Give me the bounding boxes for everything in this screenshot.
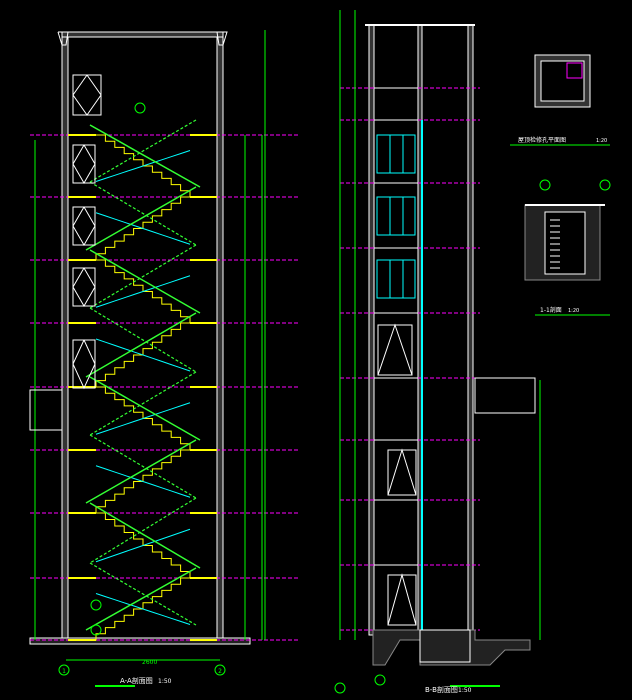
stair-flight-far xyxy=(95,275,191,308)
stair-flight xyxy=(96,134,200,198)
window-symbol xyxy=(72,339,96,390)
stair-flight-far xyxy=(95,402,191,435)
handrail-far xyxy=(89,119,197,183)
ground-slab xyxy=(29,637,251,645)
shaft-wall-right xyxy=(467,24,474,636)
detail-callout-bubble xyxy=(134,102,146,114)
axis-bubble-right xyxy=(214,664,226,676)
stair-flight-far xyxy=(95,528,191,563)
adjacent-room xyxy=(29,389,63,431)
right-wall xyxy=(216,35,224,641)
stair-flight xyxy=(96,259,200,324)
pit-section-inner xyxy=(544,211,586,275)
detail-callout-bubble xyxy=(90,599,102,611)
stair-flight-far xyxy=(95,465,191,498)
handrail-far xyxy=(89,434,197,499)
left-stair-section xyxy=(29,30,300,687)
stair-flight xyxy=(86,196,190,261)
handrail-far xyxy=(89,371,197,436)
window xyxy=(72,144,96,184)
left-wall xyxy=(61,35,69,641)
door-swing xyxy=(377,323,413,376)
handrail xyxy=(85,439,197,504)
glazing-panel xyxy=(376,134,416,174)
roof-slab xyxy=(61,31,224,38)
detail-drawings xyxy=(510,54,611,316)
detail-plan-title: 屋顶检修孔平面图 xyxy=(518,136,566,144)
handrail xyxy=(85,567,197,631)
stair-flight-far xyxy=(95,593,191,625)
detail-plan-scale: 1:20 xyxy=(596,138,607,144)
axis-label-right: 2 xyxy=(218,668,222,675)
hatch-plan-inner xyxy=(540,60,585,102)
window-symbol xyxy=(72,206,96,246)
door-swing xyxy=(387,573,417,626)
detail-section-scale: 1:20 xyxy=(568,308,579,314)
handrail-far xyxy=(89,497,197,564)
axis-bubble-left xyxy=(58,664,70,676)
window xyxy=(72,339,96,389)
door-swing xyxy=(387,448,417,496)
handrail xyxy=(89,124,201,188)
stair-flight xyxy=(96,512,200,579)
door xyxy=(387,449,417,496)
handrail xyxy=(89,249,201,314)
door xyxy=(387,574,417,626)
detail-callout-bubble xyxy=(334,682,346,694)
detail-callout-bubble xyxy=(90,624,102,636)
right-shaft-section xyxy=(334,10,541,694)
axis-label-left: 1 xyxy=(62,668,66,675)
handrail xyxy=(89,502,201,569)
stair-flight xyxy=(86,449,190,514)
right-section-title: B-B剖面图 xyxy=(425,685,458,694)
window xyxy=(72,267,96,307)
detail-callout-bubble xyxy=(539,179,551,191)
glazing-panel xyxy=(376,196,416,236)
detail-callout-bubble xyxy=(599,179,611,191)
window xyxy=(72,206,96,246)
handrail xyxy=(85,312,197,378)
detail-callout-bubble xyxy=(374,674,386,686)
stair-flight xyxy=(86,577,190,641)
window xyxy=(72,74,102,116)
handrail-far xyxy=(89,181,197,246)
access-hatch xyxy=(566,62,583,79)
stair-flight xyxy=(96,386,200,451)
adjacent-floor xyxy=(474,377,536,414)
handrail-far xyxy=(89,562,197,626)
handrail-far xyxy=(89,307,197,373)
glazing-panel xyxy=(376,259,416,299)
foundation-pit xyxy=(372,629,531,666)
stair-flight xyxy=(86,322,190,388)
stair-flight-far xyxy=(95,338,191,372)
stair-flight-far xyxy=(95,212,191,245)
window-symbol xyxy=(72,267,96,307)
window-symbol xyxy=(72,144,96,184)
left-section-title: A-A剖面图 xyxy=(120,676,153,685)
handrail-far xyxy=(89,244,197,309)
right-section-scale: 1:50 xyxy=(458,687,472,694)
door xyxy=(377,324,413,376)
left-section-scale: 1:50 xyxy=(158,678,172,685)
pit xyxy=(419,629,471,663)
window-symbol xyxy=(72,74,102,116)
parapet-left xyxy=(57,31,69,46)
handrail xyxy=(85,186,197,251)
left-width-dimension: 2600 xyxy=(142,659,157,666)
handrail xyxy=(89,376,201,441)
shaft-wall-left xyxy=(368,24,375,636)
detail-section-title: 1-1剖面 xyxy=(540,306,562,314)
parapet-right xyxy=(216,31,228,46)
stair-flight-far xyxy=(95,150,191,182)
